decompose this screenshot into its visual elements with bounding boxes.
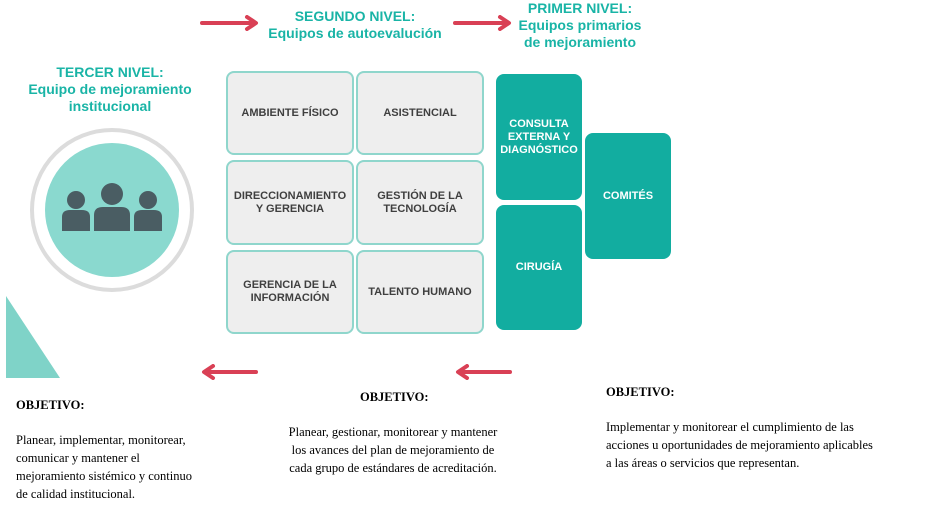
box-label-line2: Y GERENCIA — [255, 202, 325, 215]
box-label-line2: EXTERNA Y — [507, 130, 571, 143]
objetivo-line: mejoramiento sistémico y continuo — [16, 469, 193, 483]
primer-nivel-title: PRIMER NIVEL: — [527, 0, 633, 16]
box-direccionamiento: DIRECCIONAMIENTO Y GERENCIA — [226, 160, 354, 245]
primer-nivel-subtitle-2: de mejoramiento — [523, 34, 637, 50]
box-talento-humano: TALENTO HUMANO — [356, 250, 484, 334]
arrow-right-icon — [200, 15, 258, 31]
objetivo-line: a las áreas o servicios que representan. — [606, 456, 800, 470]
tercer-nivel-subtitle-1: Equipo de mejoramiento — [28, 81, 192, 97]
box-comites: COMITÉS — [585, 133, 671, 259]
box-gestion-tecnologia: GESTIÓN DE LA TECNOLOGÍA — [356, 160, 484, 245]
box-label: COMITÉS — [602, 189, 654, 202]
objetivo-right-text: Implementar y monitorear el cumplimiento… — [606, 418, 926, 472]
box-consulta-externa: CONSULTA EXTERNA Y DIAGNÓSTICO — [496, 74, 582, 200]
objetivo-middle-title: OBJETIVO: — [360, 390, 429, 404]
box-label: AMBIENTE FÍSICO — [241, 106, 339, 119]
objetivo-line: cada grupo de estándares de acreditación… — [289, 461, 497, 475]
box-label: CIRUGÍA — [515, 261, 563, 273]
segundo-nivel-heading: SEGUNDO NIVEL: Equipos de autoevalución — [255, 8, 455, 42]
box-cirugia: CIRUGÍA — [496, 205, 582, 330]
objetivo-line: Implementar y monitorear el cumplimiento… — [606, 420, 854, 434]
tercer-nivel-title: TERCER NIVEL: — [56, 64, 164, 80]
objetivo-middle-text: Planear, gestionar, monitorear y mantene… — [262, 423, 524, 477]
box-label: ASISTENCIAL — [383, 106, 457, 119]
primer-nivel-subtitle-1: Equipos primarios — [518, 17, 642, 33]
people-group-icon — [30, 128, 194, 292]
box-asistencial: ASISTENCIAL — [356, 71, 484, 155]
box-label-line1: DIRECCIONAMIENTO — [233, 189, 347, 202]
decorative-triangle — [6, 296, 60, 378]
arrow-right-icon — [453, 15, 511, 31]
objetivo-left-text: Planear, implementar, monitorear, comuni… — [16, 431, 246, 503]
arrow-left-icon — [202, 364, 258, 380]
primer-nivel-heading: PRIMER NIVEL: Equipos primarios de mejor… — [505, 0, 655, 51]
box-ambiente-fisico: AMBIENTE FÍSICO — [226, 71, 354, 155]
box-label: TALENTO HUMANO — [368, 285, 472, 298]
tercer-nivel-subtitle-2: institucional — [68, 98, 152, 114]
tercer-nivel-heading: TERCER NIVEL: Equipo de mejoramiento ins… — [10, 64, 210, 115]
box-label-line1: GESTIÓN DE LA — [377, 189, 463, 202]
segundo-nivel-subtitle: Equipos de autoevalución — [268, 25, 442, 41]
objetivo-line: Planear, implementar, monitorear, — [16, 433, 186, 447]
segundo-nivel-title: SEGUNDO NIVEL: — [294, 8, 416, 24]
objetivo-right-title: OBJETIVO: — [606, 385, 675, 399]
arrow-left-icon — [456, 364, 512, 380]
objetivo-left-title: OBJETIVO: — [16, 398, 85, 412]
box-label-line3: DIAGNÓSTICO — [500, 143, 578, 156]
objetivo-line: acciones u oportunidades de mejoramiento… — [606, 438, 873, 452]
objetivo-line: comunicar y mantener el — [16, 451, 140, 465]
box-label-line2: TECNOLOGÍA — [383, 202, 457, 215]
objetivo-line: los avances del plan de mejoramiento de — [291, 443, 495, 457]
objetivo-line: Planear, gestionar, monitorear y mantene… — [288, 425, 498, 439]
objetivo-line: de calidad institucional. — [16, 487, 136, 501]
box-gerencia-informacion: GERENCIA DE LA INFORMACIÓN — [226, 250, 354, 334]
box-label-line2: INFORMACIÓN — [250, 292, 330, 304]
box-label-line1: GERENCIA DE LA — [243, 279, 337, 291]
box-label-line1: CONSULTA — [509, 117, 569, 130]
